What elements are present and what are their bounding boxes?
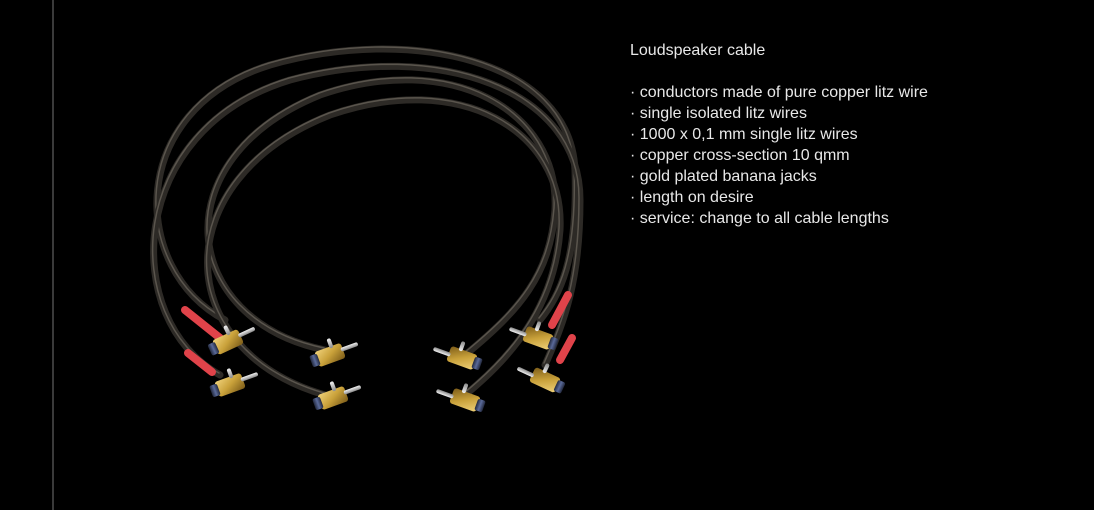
feature-item: · length on desire [630, 189, 754, 206]
feature-list: · conductors made of pure copper litz wi… [630, 82, 1070, 229]
product-image-loudspeaker-cables [150, 45, 584, 412]
feature-item: · conductors made of pure copper litz wi… [630, 84, 928, 101]
product-title: Loudspeaker cable [630, 42, 766, 59]
banana-plug-connectors [207, 321, 566, 412]
feature-item: · gold plated banana jacks [630, 168, 817, 185]
feature-item: · service: change to all cable lengths [630, 210, 889, 227]
left-divider [52, 0, 54, 510]
feature-item: · copper cross-section 10 qmm [630, 147, 850, 164]
cable-loops [150, 45, 584, 399]
feature-item: · 1000 x 0,1 mm single litz wires [630, 126, 858, 143]
red-sleeves [181, 291, 576, 376]
feature-item: · single isolated litz wires [630, 105, 807, 122]
product-description: Loudspeaker cable · conductors made of p… [630, 40, 1070, 229]
